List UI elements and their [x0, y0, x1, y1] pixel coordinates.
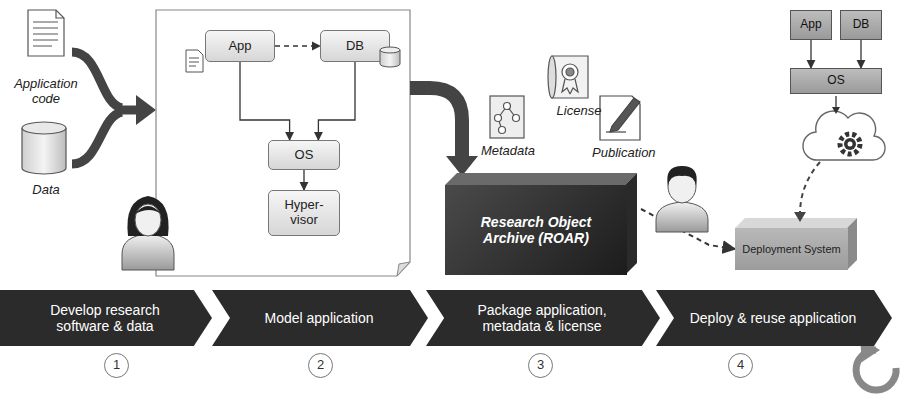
deployment-box-faces	[735, 218, 857, 270]
process-box: OS	[268, 140, 340, 170]
node-text: App	[228, 39, 251, 54]
license-icon	[548, 56, 588, 98]
arrow-head	[794, 212, 806, 222]
package-arrow	[410, 88, 462, 160]
callout-number: 3	[528, 353, 553, 378]
step-chevron: Deploy & reuse application4	[656, 290, 892, 346]
text-label: Metadata	[480, 143, 536, 158]
process-box: DB	[320, 30, 390, 62]
step-chevron: Model application2	[212, 290, 428, 346]
process-box: App	[790, 10, 832, 40]
database-icon	[22, 122, 66, 174]
callout-number: 4	[728, 353, 753, 378]
node-text: OS	[295, 148, 314, 163]
process-box: DB	[840, 10, 882, 40]
text-label: License	[556, 103, 602, 118]
arrow-head	[832, 107, 840, 114]
connector	[641, 209, 735, 249]
deploy-dashed-arrow	[800, 162, 820, 214]
document-icon	[28, 10, 64, 56]
node-text: App	[800, 18, 821, 32]
connector	[860, 40, 861, 68]
node-text: DB	[346, 39, 364, 54]
merge-arrow	[72, 52, 140, 164]
connector	[275, 45, 320, 46]
step-chevron: Package application, metadata & license3	[426, 290, 660, 346]
process-box: OS	[790, 68, 882, 94]
node-text: 1	[113, 358, 120, 373]
cloud-icon	[803, 111, 885, 160]
node-text: DB	[853, 18, 870, 32]
arrow-head	[136, 95, 156, 125]
node-text: Deployment System	[742, 243, 840, 256]
callout-number: 1	[104, 353, 129, 378]
node-text: Develop research software & data	[22, 302, 188, 334]
node-text: Model application	[265, 310, 374, 326]
node-text: 3	[537, 358, 544, 373]
connector	[303, 170, 304, 190]
text-label: Publication	[592, 145, 654, 160]
node-text: Package application, metadata & license	[448, 302, 636, 334]
archive-box-faces	[445, 173, 637, 275]
text-label: Application code	[6, 76, 86, 106]
user-icon	[656, 166, 708, 232]
archive-box: Research Object Archive (ROAR)	[445, 185, 627, 275]
connector	[810, 40, 811, 68]
node-text: Research Object Archive (ROAR)	[457, 214, 615, 246]
node-text: 2	[317, 358, 324, 373]
connector	[318, 62, 355, 140]
deployment-box: Deployment System	[735, 228, 848, 270]
connector	[240, 62, 290, 140]
db-cylinder-icon	[380, 47, 400, 67]
arrow-line	[835, 96, 836, 108]
node-text: 4	[737, 358, 744, 373]
step-chevron: Develop research software & data1	[0, 290, 212, 346]
model-panel	[156, 10, 410, 276]
text-label: Data	[26, 182, 66, 197]
code-file-icon	[186, 50, 203, 72]
process-box: App	[205, 30, 275, 62]
publication-icon	[600, 96, 640, 140]
metadata-icon	[490, 96, 524, 138]
callout-number: 2	[308, 353, 333, 378]
node-text: Hyper-visor	[277, 198, 331, 228]
researcher-icon	[122, 196, 174, 270]
node-text: OS	[827, 74, 844, 88]
node-text: Deploy & reuse application	[690, 310, 857, 326]
process-box: Hyper-visor	[268, 190, 340, 236]
